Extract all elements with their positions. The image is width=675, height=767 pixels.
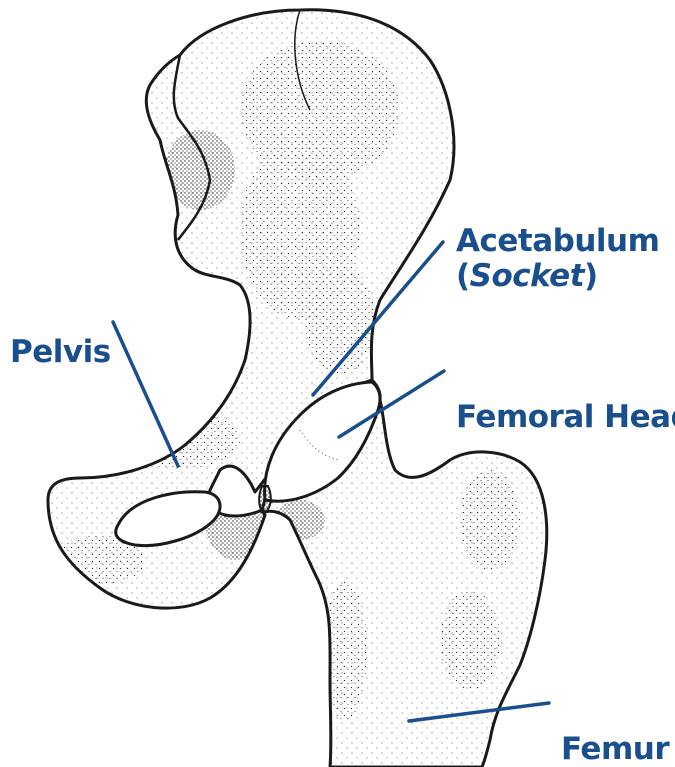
label-acetabulum: Acetabulum (Socket) (456, 224, 659, 293)
label-femur: Femur (561, 732, 669, 767)
label-pelvis: Pelvis (10, 335, 111, 370)
paren-close: ) (584, 258, 598, 294)
leader-line-pelvis (113, 322, 178, 466)
label-femoral-head: Femoral Head (456, 400, 675, 435)
label-socket: (Socket) (456, 259, 659, 294)
paren-open: ( (456, 258, 470, 294)
label-socket-italic: Socket (470, 258, 584, 294)
label-acetabulum-line1: Acetabulum (456, 223, 659, 259)
